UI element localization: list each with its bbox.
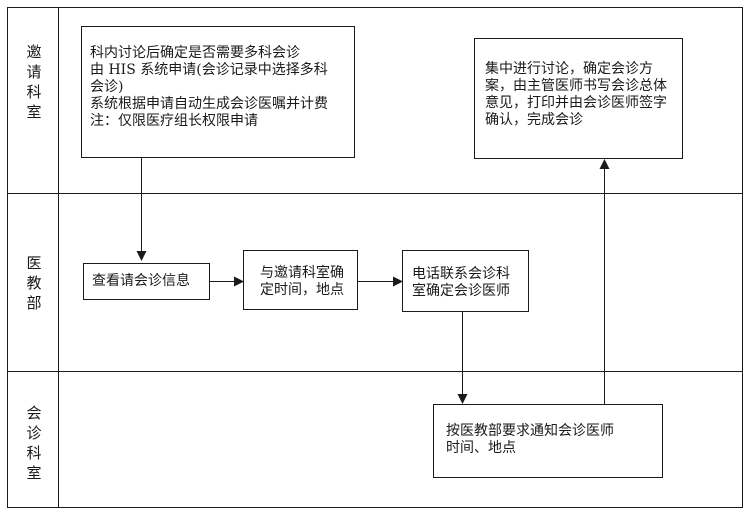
lane-label-inviting: 邀请科室 xyxy=(19,42,49,122)
lane-label-char: 科 xyxy=(26,83,42,101)
lane-label-char: 诊 xyxy=(26,424,42,442)
lane-label-char: 请 xyxy=(26,63,42,81)
box-view-info: 查看请会诊信息 xyxy=(83,263,210,300)
box-line: 案，由主管医师书写会诊总体 xyxy=(485,78,667,94)
lane-label-text: 邀请科室 xyxy=(19,42,49,122)
box-line: 科内讨论后确定是否需要多科会诊 xyxy=(90,45,300,61)
lane-label-char: 医 xyxy=(26,254,42,272)
lane-label-char: 教 xyxy=(26,274,42,292)
box-line: 查看请会诊信息 xyxy=(92,273,190,289)
lane-label-medical-affairs: 医教部 xyxy=(19,253,49,313)
box-line: 与邀请科室确 xyxy=(260,265,344,281)
box-discuss-complete: 集中进行讨论，确定会诊方 案，由主管医师书写会诊总体 意见，打印并由会诊医师签字… xyxy=(474,38,683,159)
lane-label-char: 会 xyxy=(26,404,42,422)
lane-label-text: 会诊科室 xyxy=(19,403,49,483)
box-line: 确认，完成会诊 xyxy=(485,112,583,128)
outer-border xyxy=(7,7,743,508)
box-line: 时间、地点 xyxy=(446,440,516,456)
box-line: 由 HIS 系统申请(会诊记录中选择多科 xyxy=(90,62,328,78)
box-request-consultation: 科内讨论后确定是否需要多科会诊 由 HIS 系统申请(会诊记录中选择多科 会诊)… xyxy=(81,26,355,158)
lane-label-char: 部 xyxy=(26,294,42,312)
lane-label-char: 邀 xyxy=(26,43,42,61)
lane-label-char: 室 xyxy=(26,103,42,121)
box-set-time-place: 与邀请科室确 定时间，地点 xyxy=(243,250,358,310)
box-line: 按医教部要求通知会诊医师 xyxy=(446,423,614,439)
box-line: 电话联系会诊科 xyxy=(412,266,510,282)
box-notify-doctor: 按医教部要求通知会诊医师 时间、地点 xyxy=(433,404,663,478)
box-line: 系统根据申请自动生成会诊医嘱并计费 xyxy=(90,96,328,112)
box-line: 集中进行讨论，确定会诊方 xyxy=(485,61,653,77)
lane-label-char: 科 xyxy=(26,444,42,462)
lane-label-consulting: 会诊科室 xyxy=(19,403,49,483)
box-line: 会诊) xyxy=(90,79,124,95)
lane-label-char: 室 xyxy=(26,464,42,482)
box-phone-contact: 电话联系会诊科 室确定会诊医师 xyxy=(402,250,529,312)
box-line: 意见，打印并由会诊医师签字 xyxy=(485,95,667,111)
box-line: 定时间，地点 xyxy=(260,282,344,298)
box-line: 注：仅限医疗组长权限申请 xyxy=(90,113,258,129)
lane-label-text: 医教部 xyxy=(19,253,49,313)
box-line: 室确定会诊医师 xyxy=(412,283,510,299)
